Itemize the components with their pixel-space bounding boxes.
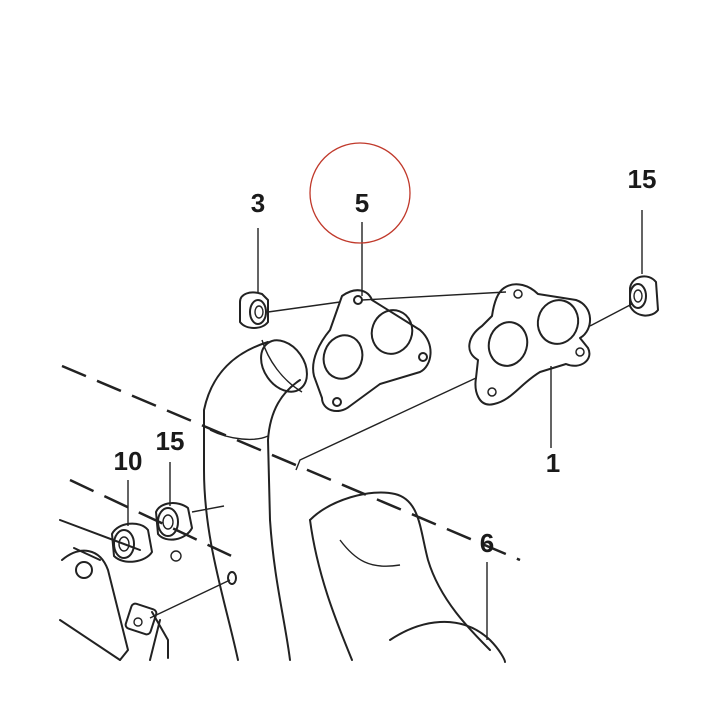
callout-part-1: 1	[546, 448, 560, 478]
callout-part-3: 3	[251, 188, 265, 218]
callout-part-15-left: 15	[156, 426, 185, 456]
assembly-guide-lines	[127, 210, 643, 640]
callout-part-15-right: 15	[628, 164, 657, 194]
stud-bolt	[227, 571, 237, 585]
part-1-gasket	[468, 283, 591, 406]
part-5-flange	[312, 289, 432, 413]
part-15-right-nut	[629, 275, 659, 317]
exhaust-pipe	[203, 339, 308, 661]
part-5-highlight-circle	[309, 142, 411, 244]
callout-part-10: 10	[114, 446, 143, 476]
part-10-nut	[111, 522, 153, 563]
part-3-nut	[239, 291, 269, 329]
callout-part-6: 6	[480, 528, 494, 558]
mounting-bracket	[61, 547, 158, 661]
catalytic-converter	[309, 491, 506, 663]
callout-part-5: 5	[355, 188, 369, 218]
part-15-left-nut	[155, 502, 193, 562]
